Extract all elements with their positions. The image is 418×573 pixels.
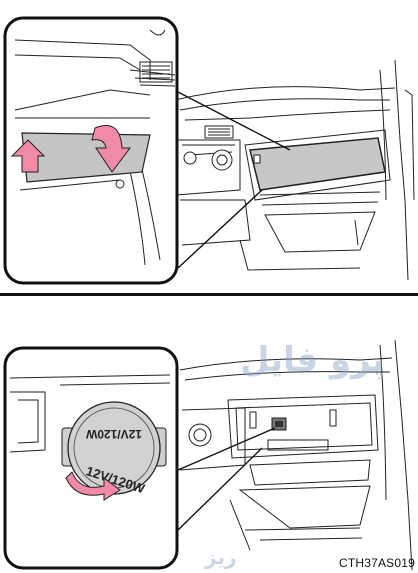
dial-knob bbox=[212, 150, 232, 170]
figure-code: CTH37AS019 bbox=[339, 556, 415, 570]
glove-box-handle bbox=[254, 155, 260, 163]
glove-box-lid bbox=[250, 138, 385, 190]
glove-box-open-illustration bbox=[0, 0, 418, 290]
watermark-logo: پرو فایل bbox=[240, 340, 385, 380]
dial-knob bbox=[189, 424, 211, 446]
dashboard-top-drawing bbox=[0, 0, 418, 290]
glove-box-light-illustration: 12V/120W 12V/120W پرو فایل ریز bbox=[0, 300, 418, 573]
watermark-text: ریز bbox=[205, 545, 236, 569]
section-divider bbox=[0, 293, 418, 296]
bulb-rating-label-inner: 12V/120W bbox=[85, 427, 142, 441]
